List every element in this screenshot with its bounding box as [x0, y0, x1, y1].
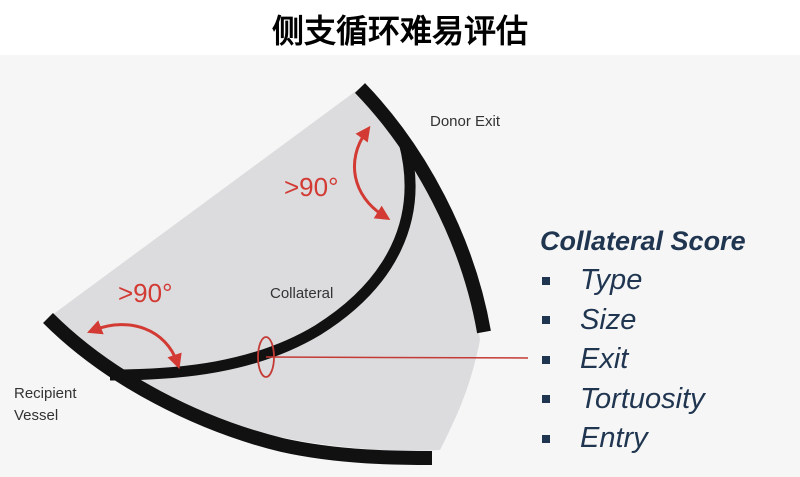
page-title: 侧支循环难易评估 — [271, 12, 528, 50]
angle-arrow-top — [352, 125, 391, 220]
score-item-type: Type — [540, 261, 795, 301]
score-item-label: Tortuosity — [580, 382, 705, 415]
score-item-tortuosity: Tortuosity — [540, 380, 795, 420]
collateral-vessel — [109, 140, 416, 381]
score-list: Type Size Exit Tortuosity Entry — [540, 261, 795, 459]
angle-label-left: >90° — [118, 278, 173, 308]
donor-exit-label: Donor Exit — [430, 113, 501, 130]
score-item-label: Type — [580, 264, 643, 297]
bullet-icon — [542, 276, 550, 285]
score-title: Collateral Score — [540, 226, 746, 256]
vessel-region — [48, 88, 480, 451]
angle-arrow-left — [87, 320, 182, 370]
collateral-label: Collateral — [270, 285, 333, 302]
leader-ellipse — [257, 336, 275, 378]
bullet-icon — [542, 355, 550, 364]
score-item-exit: Exit — [540, 340, 795, 380]
leader-line — [265, 356, 529, 359]
score-item-label: Exit — [580, 343, 629, 376]
score-item-entry: Entry — [540, 419, 795, 459]
score-item-size: Size — [540, 301, 795, 341]
score-item-label: Size — [580, 303, 637, 336]
bullet-icon — [542, 434, 550, 443]
bullet-icon — [542, 316, 550, 325]
angle-label-top: >90° — [284, 172, 339, 202]
score-item-label: Entry — [580, 422, 648, 455]
recipient-label-line2: Vessel — [14, 407, 58, 424]
recipient-label-line1: Recipient — [14, 385, 77, 402]
collateral-score-panel: Collateral Score Type Size Exit Tortuosi… — [540, 226, 795, 459]
bullet-icon — [542, 395, 550, 404]
donor-vessel — [354, 83, 491, 334]
